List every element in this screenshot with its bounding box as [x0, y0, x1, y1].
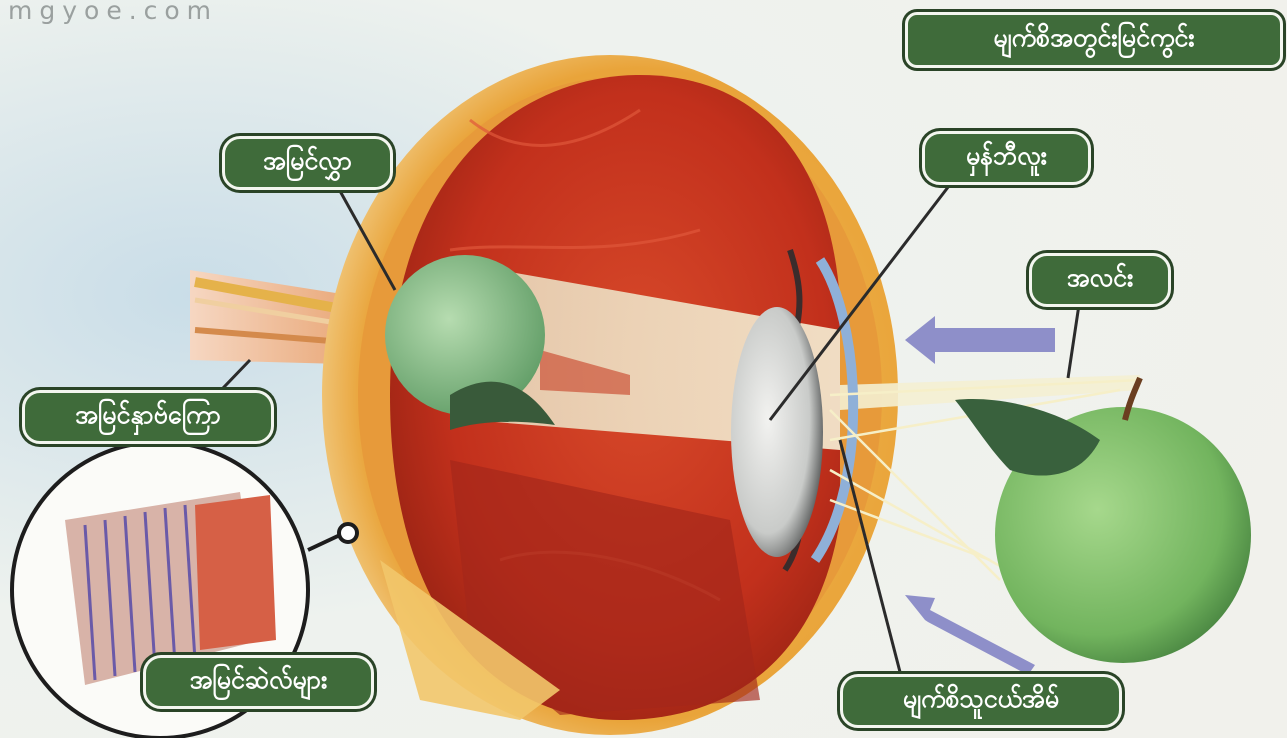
cornea-label: မှန်ဘီလူး: [922, 131, 1091, 185]
cells-label: အမြင်ဆဲလ်များ: [143, 655, 374, 709]
light-label: အလင်း: [1029, 253, 1171, 307]
watermark: mgyoe.com: [8, 0, 218, 25]
optic-disc-label: အမြင်လွှာ: [222, 136, 393, 190]
title-label: မျက်စိအတွင်းမြင်ကွင်း: [905, 12, 1283, 68]
iris-label: မျက်စိသူငယ်အိမ်: [840, 674, 1122, 728]
lens: [731, 307, 823, 557]
optic-nerve-label: အမြင်နှာဗ်ကြော: [22, 390, 274, 444]
